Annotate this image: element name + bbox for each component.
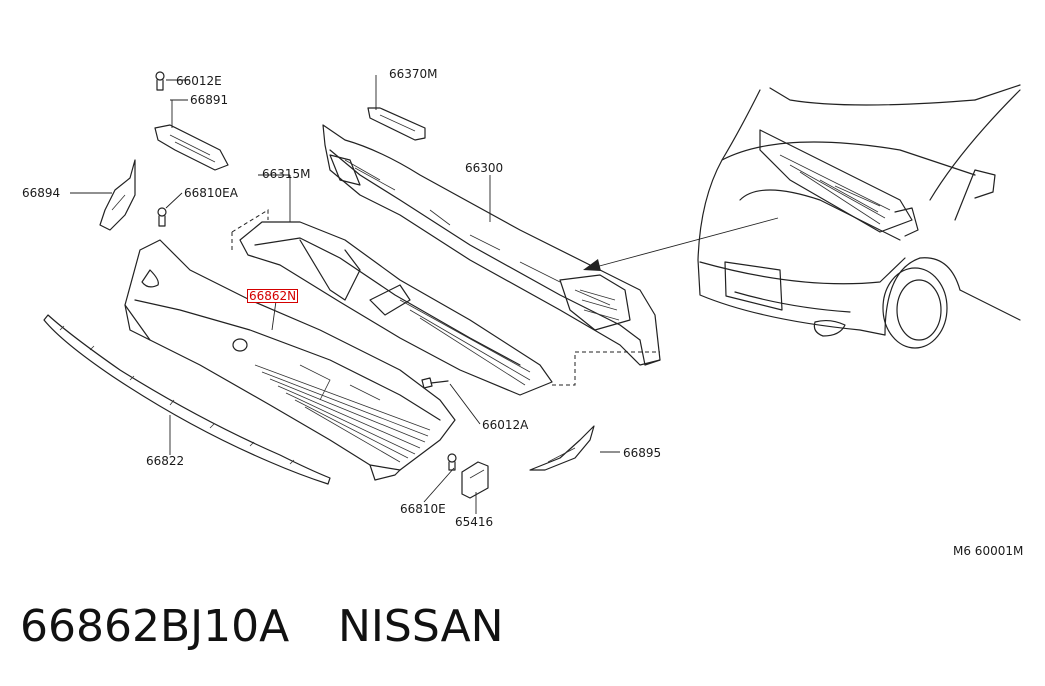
clip-66012A bbox=[421, 377, 449, 389]
part-65416-cap bbox=[461, 461, 489, 499]
leader-lines bbox=[70, 75, 620, 514]
part-66891-bracket bbox=[154, 124, 229, 171]
callout-66891: 66891 bbox=[190, 93, 229, 107]
part-66370M-seal bbox=[367, 107, 426, 141]
brand-name: NISSAN bbox=[338, 601, 504, 652]
part-number-title: 66862BJ10A bbox=[20, 601, 290, 652]
callout-66810EA: 66810EA bbox=[184, 186, 238, 200]
callout-66300: 66300 bbox=[465, 161, 504, 175]
clip-66810EA bbox=[157, 207, 167, 227]
callout-66822: 66822 bbox=[146, 454, 185, 468]
callout-66862N-highlighted: 66862N bbox=[247, 289, 299, 303]
clip-66810E bbox=[447, 453, 457, 471]
vehicle-illustration bbox=[697, 84, 1021, 349]
clip-66012E bbox=[155, 71, 165, 91]
callout-66012A: 66012A bbox=[482, 418, 529, 432]
part-66894-bracket bbox=[99, 159, 136, 231]
part-66895-seal bbox=[529, 425, 595, 471]
locator-arrow bbox=[583, 217, 779, 271]
callout-66315M: 66315M bbox=[262, 167, 311, 181]
part-66300-cowl-panel bbox=[322, 124, 661, 366]
part-66315M-reinforcement bbox=[231, 209, 660, 396]
part-66862N-cowl-grille bbox=[124, 239, 456, 481]
callout-66012E: 66012E bbox=[176, 74, 222, 88]
callout-66810E: 66810E bbox=[400, 502, 446, 516]
diagram-reference-code: M6 60001M bbox=[953, 544, 1024, 558]
callout-66894: 66894 bbox=[22, 186, 61, 200]
callout-66370M: 66370M bbox=[389, 67, 438, 81]
part-66822-weatherstrip bbox=[43, 314, 331, 485]
callout-65416: 65416 bbox=[455, 515, 494, 529]
callout-66895: 66895 bbox=[623, 446, 662, 460]
